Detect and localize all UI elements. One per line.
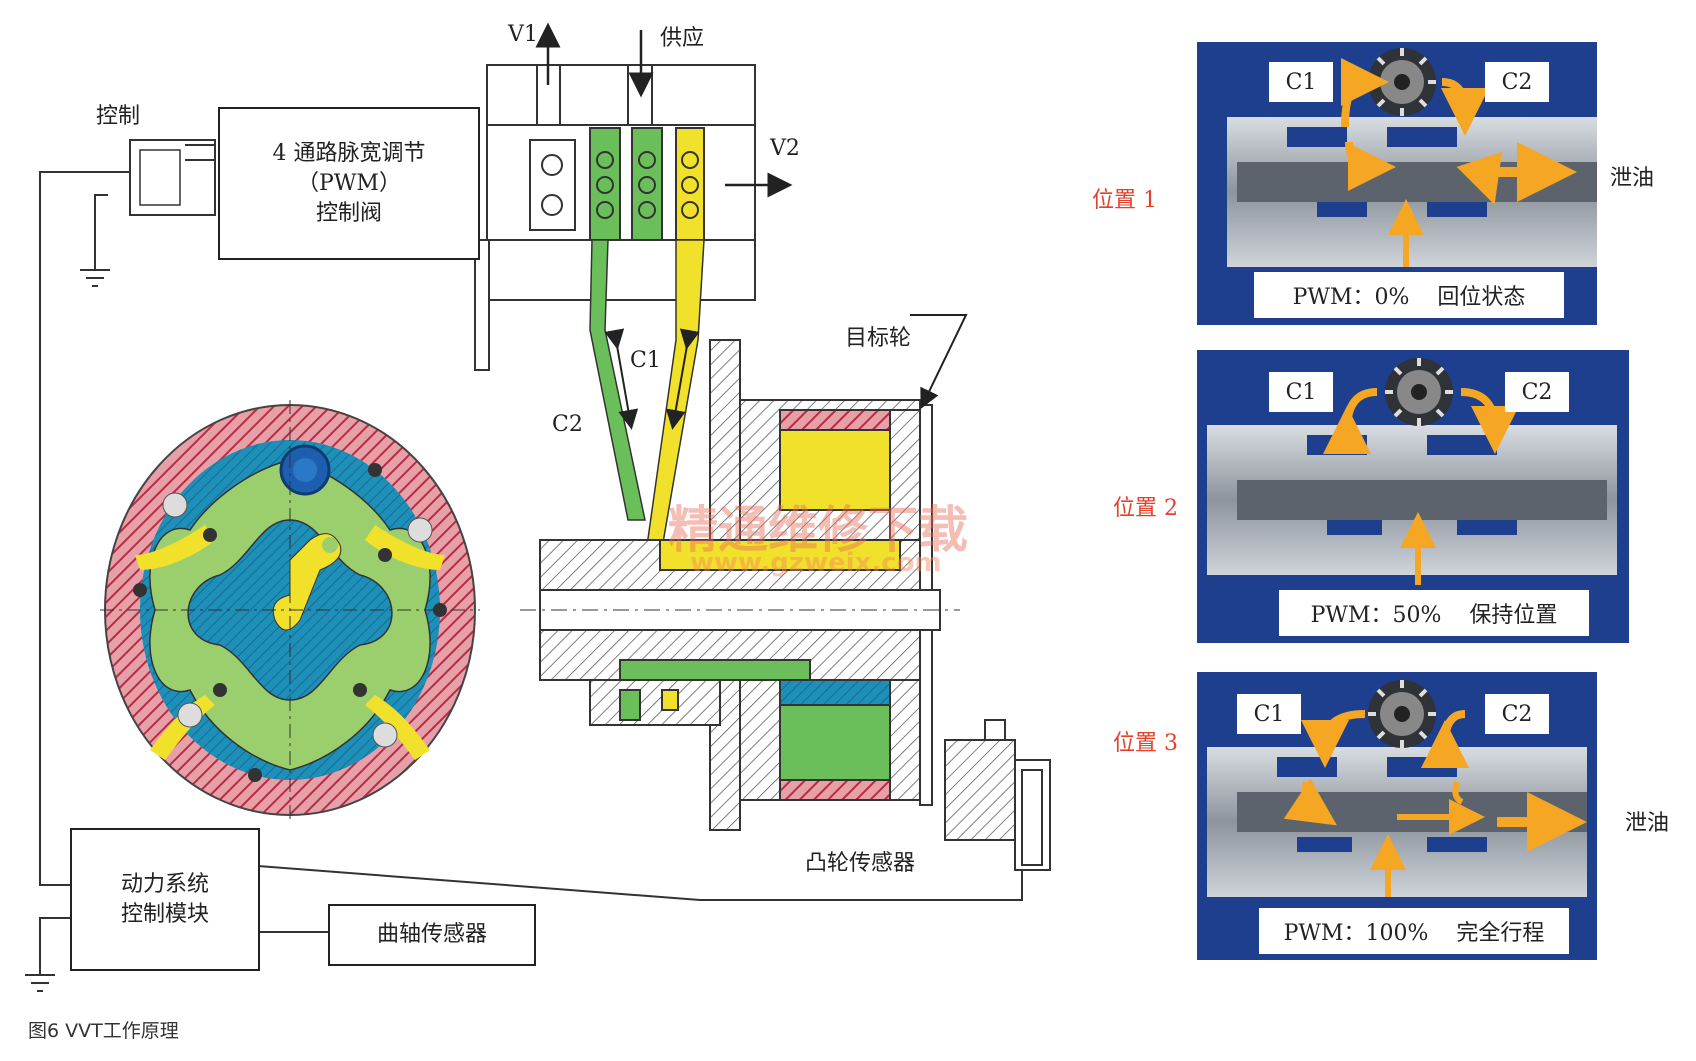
watermark-cn: 精通维修下载: [668, 501, 968, 559]
panel-1-state: 回位状态: [1437, 285, 1526, 310]
c2-passage-label: C2: [552, 412, 583, 437]
panel-2-pwm: PWM：50%: [1310, 603, 1442, 628]
figure-caption: 图6 VVT工作原理: [28, 1020, 179, 1042]
panel-2-status: PWM：50% 保持位置: [1279, 590, 1589, 636]
pwm-valve-line-3: 控制阀: [315, 200, 382, 226]
target-wheel-pointer: [910, 314, 968, 410]
crank-sensor-box: 曲轴传感器: [328, 904, 536, 966]
wiring: [25, 171, 1023, 992]
spool-drawing-2: [1207, 358, 1617, 585]
pcm-line-2: 控制模块: [120, 901, 209, 927]
powertrain-control-module-box: 动力系统 控制模块: [70, 828, 260, 971]
spool-drawing-3: [1207, 680, 1587, 897]
spool-drawing-1: [1227, 48, 1597, 267]
v2-label: V2: [770, 136, 800, 161]
panel-3-c2-label: C2: [1485, 694, 1549, 734]
pwm-valve-line-2: （PWM）: [297, 170, 401, 196]
position-2-label: 位置 2: [1113, 496, 1178, 521]
cam-phaser-section: [539, 339, 941, 831]
panel-3-pwm: PWM：100%: [1283, 921, 1429, 946]
panel-1-drain-label: 泄油: [1610, 166, 1655, 191]
panel-2-state: 保持位置: [1469, 603, 1558, 628]
control-label: 控制: [96, 104, 141, 129]
panel-2-c2-label: C2: [1505, 372, 1569, 412]
panel-3-status: PWM：100% 完全行程: [1259, 908, 1569, 954]
pwm-control-valve-box: 4 通路脉宽调节 （PWM） 控制阀: [218, 107, 480, 260]
target-wheel-label: 目标轮: [845, 326, 912, 351]
panel-3-c1-label: C1: [1237, 694, 1301, 734]
valve-connector: [129, 139, 216, 216]
valve-body: [474, 64, 756, 371]
panel-3-state: 完全行程: [1456, 921, 1545, 946]
pwm-valve-line-1: 4 通路脉宽调节: [272, 140, 426, 166]
panel-position-2: C1 C2 PWM：50% 保持位置: [1197, 350, 1629, 643]
panel-position-3: C1 C2 PWM：100% 完全行程: [1197, 672, 1597, 960]
position-1-label: 位置 1: [1092, 188, 1157, 213]
cam-sensor-label: 凸轮传感器: [805, 851, 916, 876]
cam-sensor-drawing: [944, 719, 1051, 871]
pcm-line-1: 动力系统: [120, 871, 209, 897]
rotor-section: [100, 400, 480, 820]
position-3-label: 位置 3: [1113, 731, 1178, 756]
c1-passage-label: C1: [630, 348, 661, 373]
watermark-url: www.gzweix.com: [690, 548, 942, 578]
panel-1-pwm: PWM：0%: [1292, 285, 1410, 310]
panel-1-status: PWM：0% 回位状态: [1254, 272, 1564, 318]
supply-label: 供应: [660, 26, 705, 51]
panel-1-c1-label: C1: [1269, 62, 1333, 102]
panel-position-1: C1 C2 PWM：0% 回位状态: [1197, 42, 1597, 325]
panel-2-c1-label: C1: [1269, 372, 1333, 412]
c2-passage: [589, 239, 646, 521]
panel-1-c2-label: C2: [1485, 62, 1549, 102]
crank-sensor-label: 曲轴传感器: [376, 922, 487, 947]
v1-label: V1: [508, 22, 538, 47]
panel-3-drain-label: 泄油: [1625, 811, 1670, 836]
